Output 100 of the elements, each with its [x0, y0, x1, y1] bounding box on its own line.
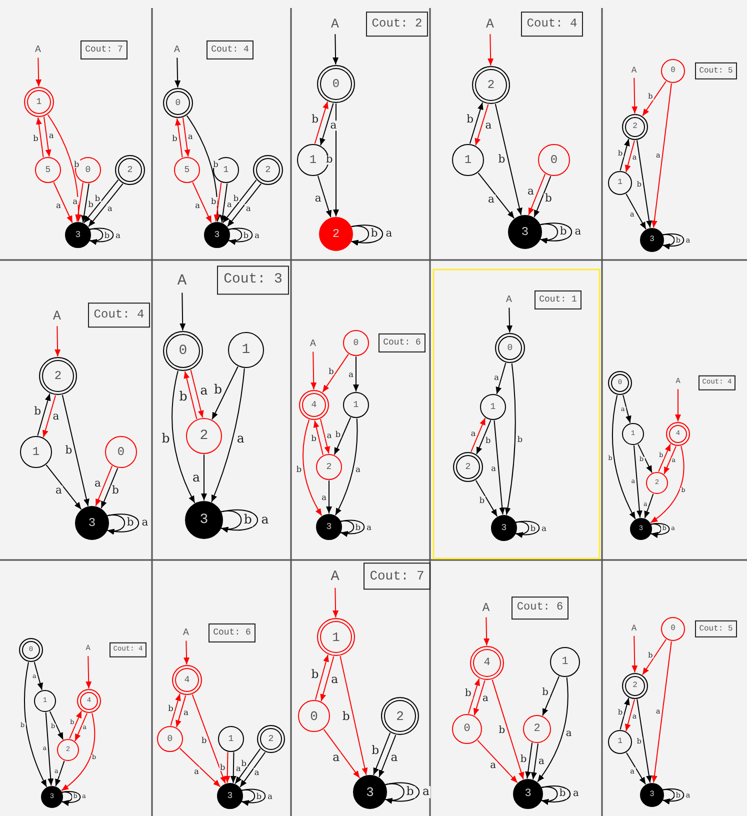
self-loop-arrow [89, 228, 114, 245]
count-box: Cout: 4 [88, 302, 150, 328]
edge-label: b [324, 154, 334, 165]
self-loop-arrow [228, 228, 253, 245]
transition-arrow [201, 454, 207, 501]
self-loop-arrow [384, 782, 420, 804]
accepting-state-circle: 2 [472, 66, 510, 104]
count-box: Cout: 5 [695, 62, 737, 80]
edge-label: a [52, 412, 60, 423]
edge-label: a [493, 372, 500, 381]
transition-arrow [36, 57, 42, 87]
state-circle: 3 [491, 515, 517, 541]
state-circle: 3 [508, 215, 542, 249]
state-circle: 2 [186, 418, 222, 454]
transition-arrow [476, 420, 492, 455]
edge-label: b [466, 115, 475, 126]
edge-label: b [73, 160, 80, 168]
edge-label: a [540, 524, 548, 532]
start-label: A [174, 45, 180, 55]
transition-arrow [320, 656, 334, 702]
transition-arrow [484, 616, 490, 646]
edge-label: b [178, 390, 188, 403]
self-loop-arrow [384, 783, 404, 804]
transition-arrow [624, 140, 635, 173]
transition-arrow [37, 393, 51, 436]
transition-arrow [323, 728, 360, 778]
count-box: Cout: 4 [521, 12, 583, 36]
self-loop-arrow [61, 791, 81, 806]
edge-label: a [354, 465, 362, 474]
edge-label: b [232, 194, 240, 202]
count-box: Cout: 5 [695, 620, 737, 638]
edge-label: b [484, 436, 492, 444]
transition-arrow [620, 697, 630, 730]
transition-arrow [373, 732, 391, 776]
edge-label: b [160, 432, 171, 446]
state-circle: 0 [452, 714, 482, 744]
edge-label: b [544, 194, 553, 205]
transition-arrow [626, 752, 646, 785]
edge-label: b [64, 446, 74, 457]
edge-label: a [187, 132, 194, 140]
accepting-state-circle: 0 [495, 333, 525, 363]
transition-arrow [468, 678, 480, 714]
edge-label: a [193, 767, 200, 776]
transition-arrow [651, 82, 672, 228]
transition-arrow [658, 443, 671, 472]
self-loop-arrow [650, 523, 662, 538]
transition-arrow [69, 710, 82, 740]
transition-arrow [333, 103, 339, 217]
edge-label: b [498, 726, 506, 736]
edge-label: b [87, 200, 94, 208]
accepting-state-circle: 0 [317, 65, 355, 103]
self-loop-arrow [220, 510, 242, 532]
state-circle: 5 [174, 157, 200, 183]
count-box: Cout: 6 [512, 596, 568, 620]
transition-arrow [334, 418, 358, 516]
transition-arrow [531, 742, 539, 780]
transition-arrow [47, 114, 82, 222]
transition-arrow [224, 752, 230, 784]
transition-arrow [632, 635, 638, 673]
transition-arrow [61, 712, 96, 792]
edge-label: a [226, 200, 233, 208]
edge-label: b [541, 688, 550, 698]
accepting-state-circle: 0 [163, 331, 203, 371]
count-box: Cout: 2 [366, 12, 428, 36]
transition-arrow [54, 326, 61, 357]
state-circle: 3 [640, 228, 664, 252]
transition-arrow [192, 182, 212, 224]
transition-arrow [334, 416, 352, 456]
edge-label: b [310, 668, 320, 680]
state-circle: 0 [661, 59, 685, 83]
accepting-state-circle: 2 [39, 357, 77, 395]
state-circle: 0 [343, 330, 369, 356]
transition-arrow [182, 117, 190, 158]
transition-arrow [180, 292, 186, 331]
transition-arrow [24, 662, 48, 788]
transition-arrow [320, 102, 334, 146]
edge-label: a [484, 120, 493, 132]
transition-arrow [45, 712, 54, 786]
state-circle: 3 [316, 514, 342, 540]
transition-arrow [494, 420, 506, 516]
transition-arrow [650, 446, 684, 524]
edge-label: a [348, 370, 354, 378]
transition-arrow [184, 640, 190, 665]
transition-arrow [186, 115, 221, 222]
state-circle: 0 [298, 700, 330, 732]
edge-label: b [255, 792, 263, 800]
transition-arrow [184, 370, 198, 420]
transition-arrow [636, 140, 652, 228]
transition-arrow [220, 182, 228, 223]
edge-label: a [266, 792, 274, 800]
edge-label: b [126, 518, 135, 528]
edge-label: a [538, 758, 546, 768]
self-loop-arrow [220, 510, 258, 532]
transition-arrow [88, 183, 124, 228]
edge-label: a [572, 789, 580, 799]
transition-arrow [475, 480, 498, 517]
edge-label: a [260, 514, 270, 526]
start-label: A [310, 339, 316, 349]
edge-label: a [182, 708, 190, 716]
edge-label: a [235, 764, 242, 772]
